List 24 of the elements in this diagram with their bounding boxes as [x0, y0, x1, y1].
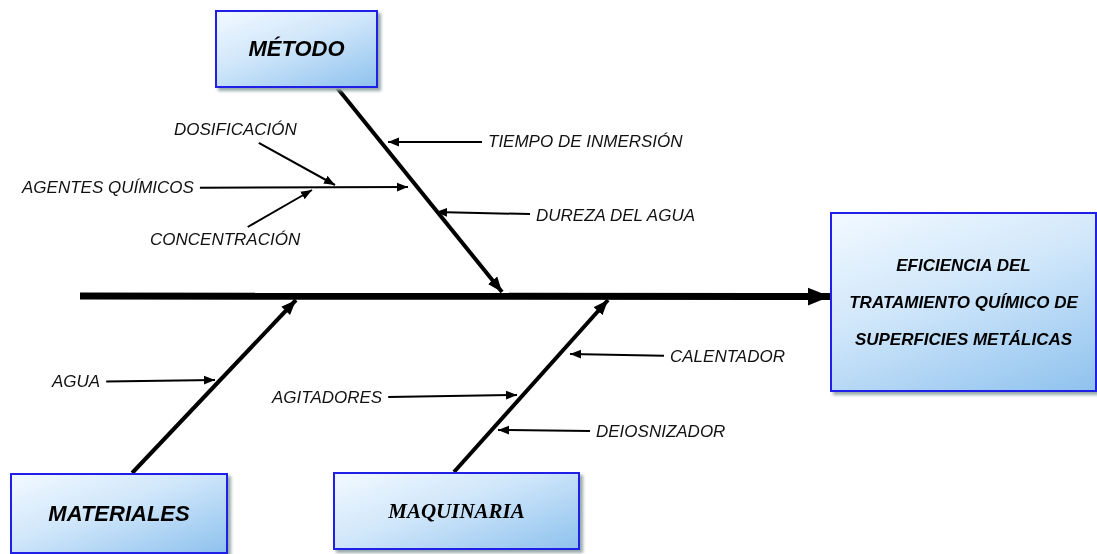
- cause-label: AGUA: [52, 372, 101, 392]
- arrow: [257, 141, 336, 186]
- cause-label: AGITADORES: [272, 388, 383, 408]
- arrow: [246, 189, 313, 228]
- arrow: [130, 298, 298, 475]
- arrow: [105, 375, 216, 385]
- arrow: [387, 137, 483, 147]
- effect-box: EFICIENCIA DEL TRATAMIENTO QUÍMICO DE SUPERFICIES METÁLICAS: [830, 212, 1097, 392]
- cause-label: DOSIFICACIÓN: [174, 120, 297, 140]
- arrow: [497, 425, 591, 435]
- cause-label: DUREZA DEL AGUA: [536, 206, 696, 226]
- category-box: MAQUINARIA: [333, 472, 580, 550]
- arrow: [387, 390, 518, 400]
- arrow: [452, 298, 610, 474]
- cause-label: DEIOSNIZADOR: [596, 422, 726, 442]
- category-box: MATERIALES: [10, 473, 228, 554]
- cause-label: TIEMPO DE INMERSIÓN: [488, 132, 683, 152]
- cause-label: CALENTADOR: [670, 347, 785, 367]
- arrow: [335, 86, 504, 294]
- cause-label: CONCENTRACIÓN: [150, 230, 301, 250]
- arrow: [198, 182, 409, 192]
- cause-label: AGENTES QUÍMICOS: [22, 178, 194, 198]
- category-box: MÉTODO: [215, 10, 378, 88]
- arrow: [569, 349, 665, 359]
